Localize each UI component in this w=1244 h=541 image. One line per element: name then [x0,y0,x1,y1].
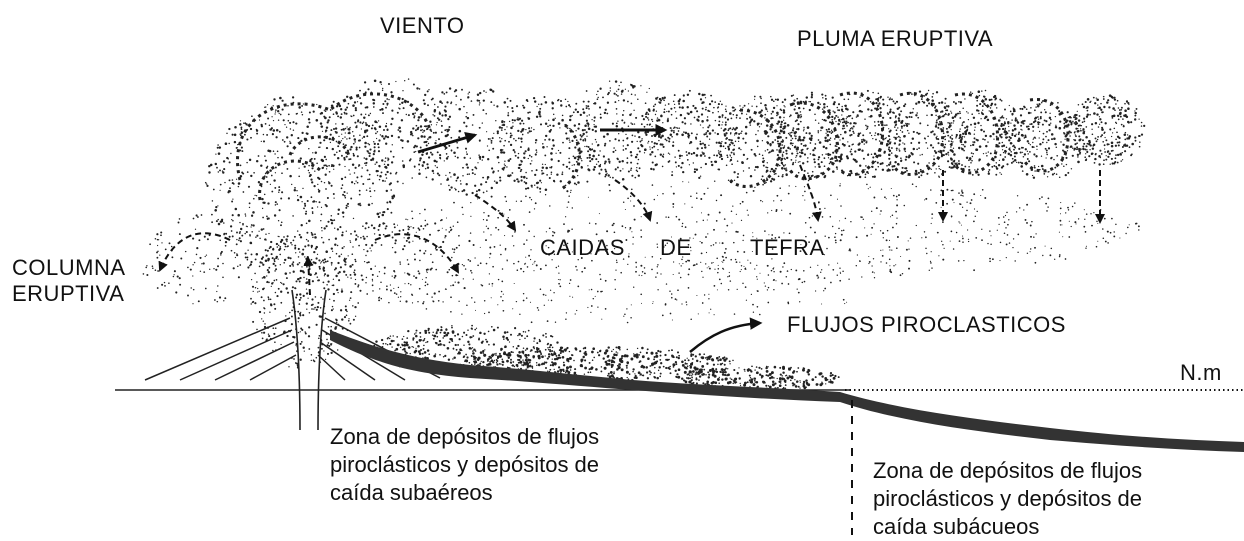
label-nivel-mar: N.m [1180,360,1222,386]
label-viento: VIENTO [380,13,465,39]
label-columna-line1: COLUMNA [12,255,126,281]
caption-subaerial-line: piroclásticos y depósitos de [330,451,599,479]
label-flujos-piroclasticos: FLUJOS PIROCLASTICOS [787,312,1066,338]
caption-subaqueous-line: Zona de depósitos de flujos [873,457,1142,485]
label-pluma-eruptiva: PLUMA ERUPTIVA [797,26,993,52]
label-tefra: TEFRA [750,235,825,261]
ash-stipple [143,78,1146,391]
column-collapse-arrows [160,233,458,295]
label-columna-line2: ERUPTIVA [12,281,126,307]
caption-subaqueous-line: piroclásticos y depósitos de [873,485,1142,513]
caption-subaqueous-zone: Zona de depósitos de flujos piroclástico… [873,457,1142,541]
caption-subaqueous-line: caída subácueos [873,513,1142,541]
label-columna-eruptiva: COLUMNA ERUPTIVA [12,255,126,307]
volcanic-conduit [292,290,326,430]
label-de: DE [660,235,692,261]
caption-subaerial-line: Zona de depósitos de flujos [330,423,599,451]
caption-subaerial-zone: Zona de depósitos de flujos piroclástico… [330,423,599,507]
label-caidas: CAIDAS [540,235,625,261]
flujos-pointer-arrow [690,323,760,352]
caption-subaerial-line: caída subaéreos [330,479,599,507]
